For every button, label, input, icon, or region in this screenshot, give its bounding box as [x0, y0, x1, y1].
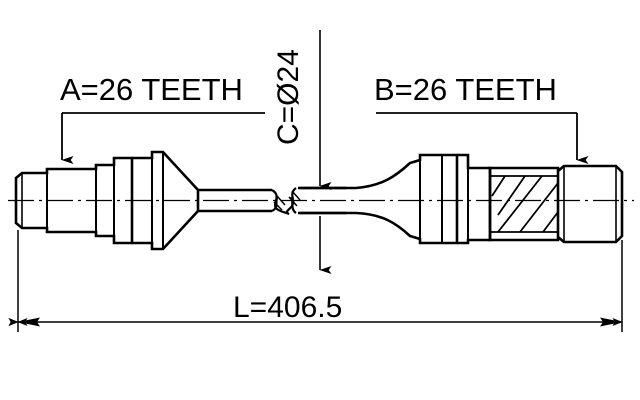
leader-b	[376, 112, 589, 164]
break-edge-right-inner	[289, 196, 297, 214]
label-spline-a: A=26 TEETH	[60, 72, 243, 107]
label-length-l: L=406.5	[233, 291, 343, 324]
label-diameter-c: C=Ø24	[272, 49, 305, 145]
dim-l-arrow-right-head	[600, 317, 622, 327]
right-end-cap	[557, 164, 624, 244]
dim-l-arrowheads	[18, 317, 622, 327]
right-step-outline	[457, 153, 492, 245]
dimension-c	[300, 30, 346, 274]
leader-a	[61, 112, 265, 164]
dim-l-arrow-left-head	[18, 317, 40, 327]
dimension-l	[8, 230, 623, 332]
spline-helix-lines	[491, 175, 559, 233]
label-spline-b: B=26 TEETH	[374, 72, 557, 107]
